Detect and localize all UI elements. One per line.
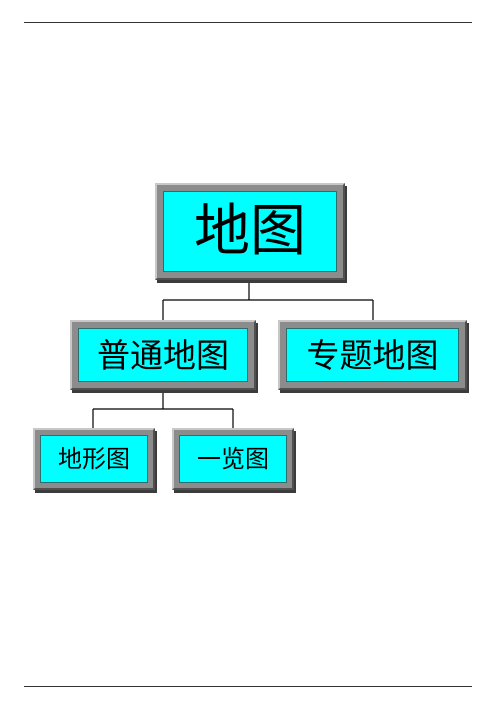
- footer-rule: [24, 686, 472, 687]
- node-thematic-map-label: 专题地图: [286, 328, 459, 382]
- node-overview-map-label: 一览图: [179, 435, 287, 483]
- node-topographic-map-label: 地形图: [40, 435, 148, 483]
- node-overview-map: 一览图: [172, 428, 294, 490]
- node-general-map: 普通地图: [70, 320, 256, 390]
- node-general-map-label: 普通地图: [78, 328, 248, 382]
- header-rule: [24, 22, 472, 23]
- node-topographic-map: 地形图: [33, 428, 155, 490]
- node-map-label: 地图: [163, 191, 337, 272]
- node-thematic-map: 专题地图: [278, 320, 467, 390]
- node-map: 地图: [155, 183, 345, 280]
